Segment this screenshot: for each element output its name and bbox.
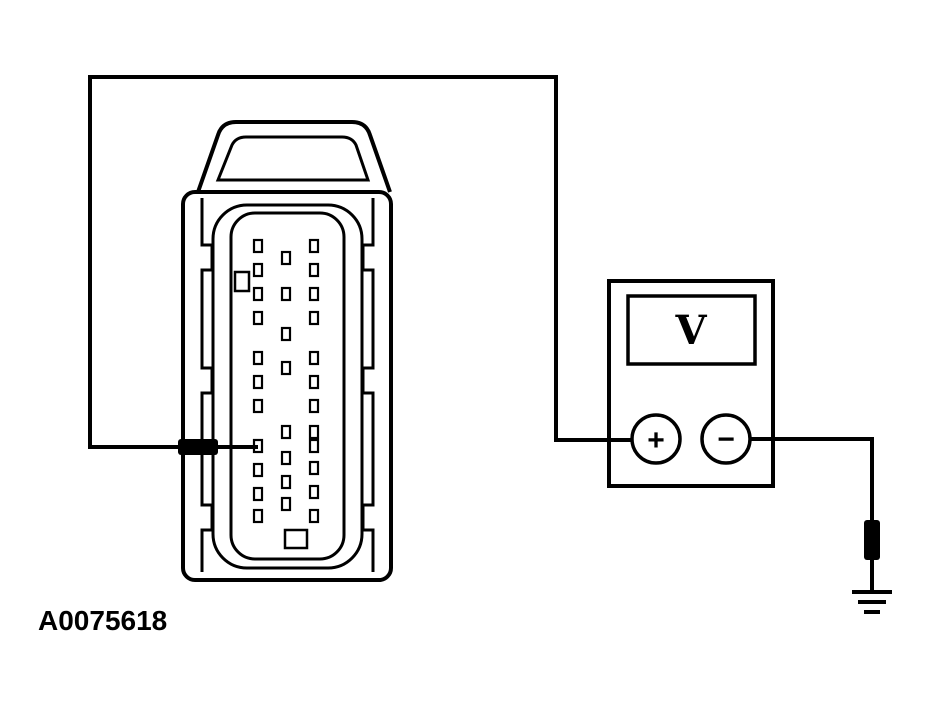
negative-terminal: − (700, 413, 752, 465)
pin-cavity (252, 238, 264, 254)
pin-cavity (308, 424, 320, 440)
pin-cavity (280, 360, 292, 376)
negative-terminal-label: − (717, 423, 735, 456)
positive-terminal-label: + (647, 424, 665, 457)
meter-readout: V (674, 307, 707, 354)
pin-cavity (252, 398, 264, 414)
pin-cavity (252, 508, 264, 524)
connector-latch-inner (215, 135, 371, 182)
probe-icon (178, 439, 258, 455)
positive-terminal-ring (630, 413, 682, 465)
pin-cavity (308, 460, 320, 476)
connector-body (181, 190, 393, 582)
pin-cavity (252, 262, 264, 278)
pin-cavity (308, 438, 320, 454)
probe-lead-wire (88, 75, 631, 449)
probe-tip (178, 439, 218, 455)
figure-id: A0075618 (38, 605, 167, 636)
meter-body (607, 279, 775, 488)
pin-cavity (308, 262, 320, 278)
ground-icon (852, 590, 892, 614)
connector-shell-outer (211, 203, 364, 570)
connector-icon (181, 120, 393, 582)
pin-cavity (308, 238, 320, 254)
voltmeter-icon: V + − (607, 279, 775, 488)
pin-cavity (252, 310, 264, 326)
pin-cavity (252, 286, 264, 302)
pin-cavity (280, 326, 292, 342)
pin-cavity (280, 424, 292, 440)
connector-key-bottom (283, 528, 309, 550)
pin-cavity (308, 398, 320, 414)
pin-cavity (280, 450, 292, 466)
meter-display (626, 294, 757, 366)
pin-cavity (308, 286, 320, 302)
pin-cavity (308, 508, 320, 524)
pin-cavity (280, 250, 292, 266)
positive-terminal: + (630, 413, 682, 465)
ground-probe-clip (864, 520, 880, 560)
connector-pins (252, 238, 320, 524)
pin-cavity (280, 286, 292, 302)
connector-key-left (233, 270, 251, 293)
pin-cavity (308, 350, 320, 366)
pin-cavity (308, 310, 320, 326)
pin-cavity (252, 374, 264, 390)
connector-shell-inner (229, 211, 346, 561)
connector-guide-right (361, 198, 375, 572)
pin-cavity (252, 486, 264, 502)
pin-cavity (252, 462, 264, 478)
connector-latch (196, 120, 392, 193)
pin-cavity (252, 350, 264, 366)
pin-cavity (280, 474, 292, 490)
pin-cavity (308, 484, 320, 500)
ground-lead-wire (750, 437, 874, 520)
pin-cavity (280, 496, 292, 512)
pin-cavity (308, 374, 320, 390)
connector-guide-left (200, 198, 214, 572)
